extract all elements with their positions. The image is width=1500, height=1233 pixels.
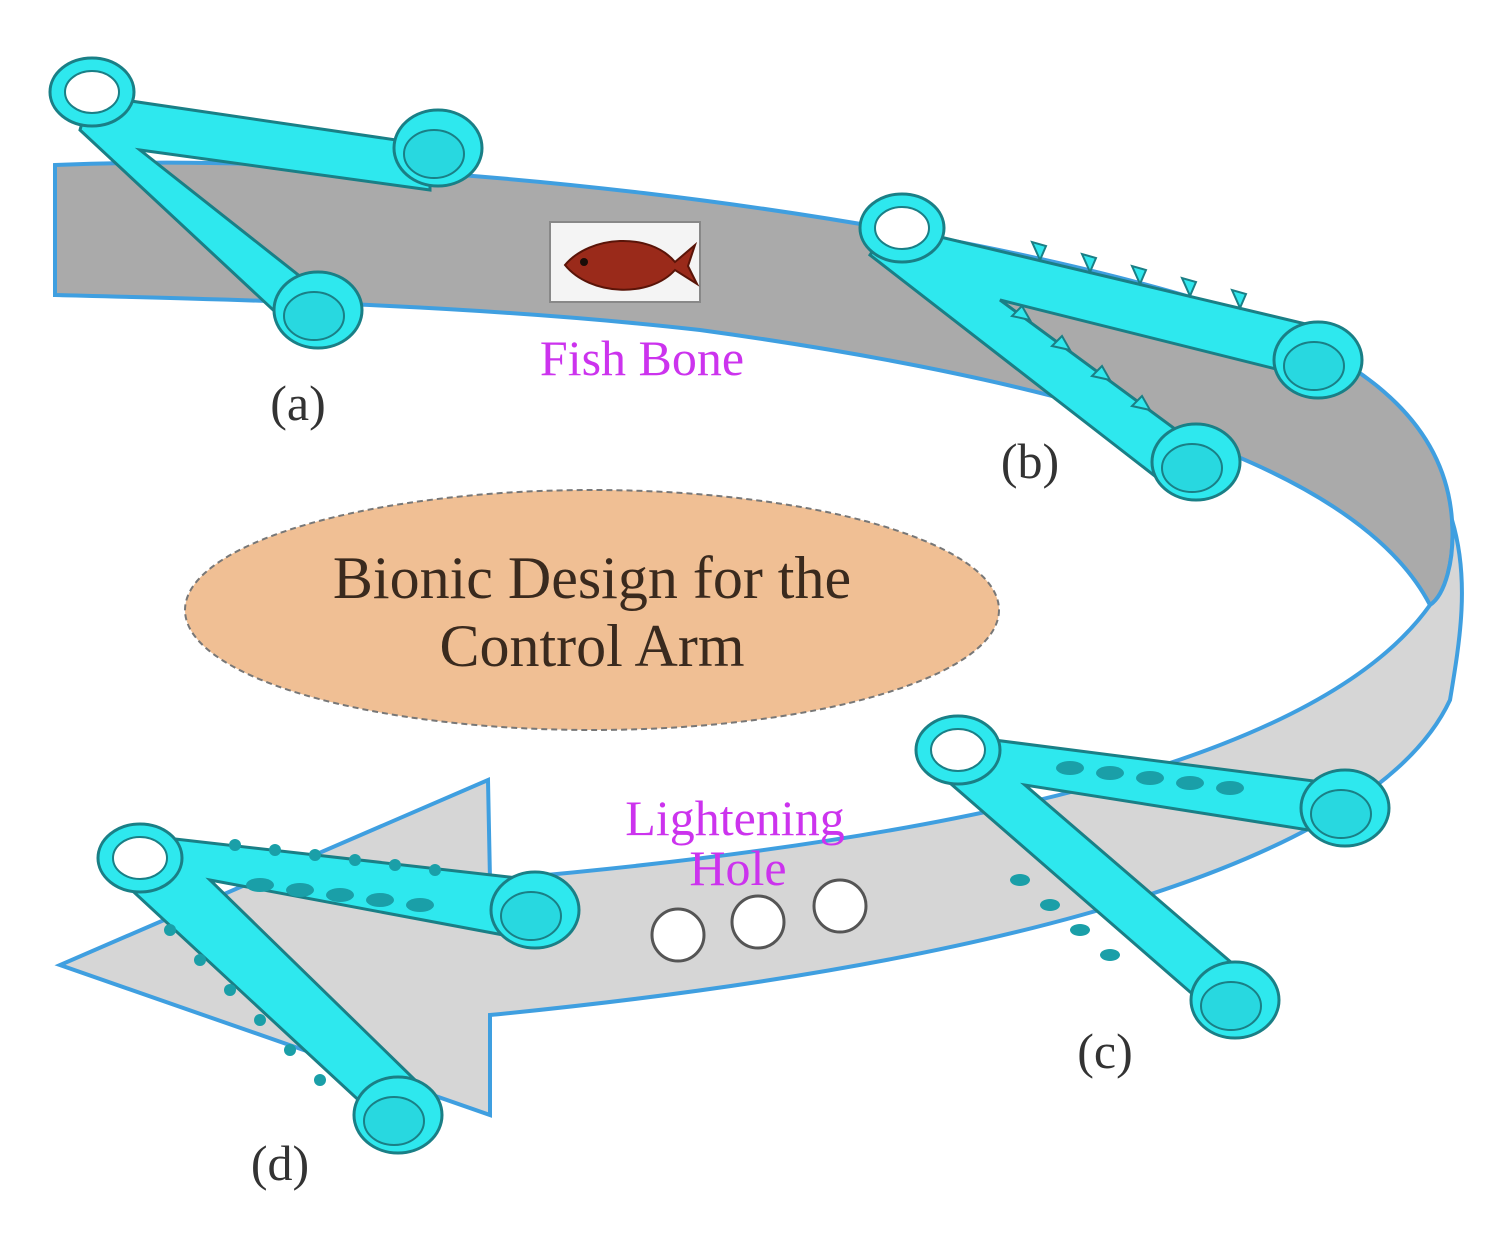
label-d: (d) xyxy=(251,1135,309,1191)
lightening-label-line2: Hole xyxy=(689,840,786,896)
label-a: (a) xyxy=(270,375,326,431)
center-title-line2: Control Arm xyxy=(439,613,744,679)
control-arm-d xyxy=(96,822,581,1155)
label-c: (c) xyxy=(1077,1023,1133,1079)
lightening-label-line1: Lightening xyxy=(625,790,844,846)
lightening-hole-icon xyxy=(650,878,868,963)
center-title-line1: Bionic Design for the xyxy=(333,545,851,611)
label-b: (b) xyxy=(1001,433,1059,489)
control-arm-a xyxy=(48,56,484,350)
control-arm-c xyxy=(914,714,1391,1040)
fish-photo-icon xyxy=(549,221,701,303)
center-ellipse xyxy=(184,489,1000,731)
fish-bone-label: Fish Bone xyxy=(540,330,744,386)
control-arm-b xyxy=(858,192,1364,502)
